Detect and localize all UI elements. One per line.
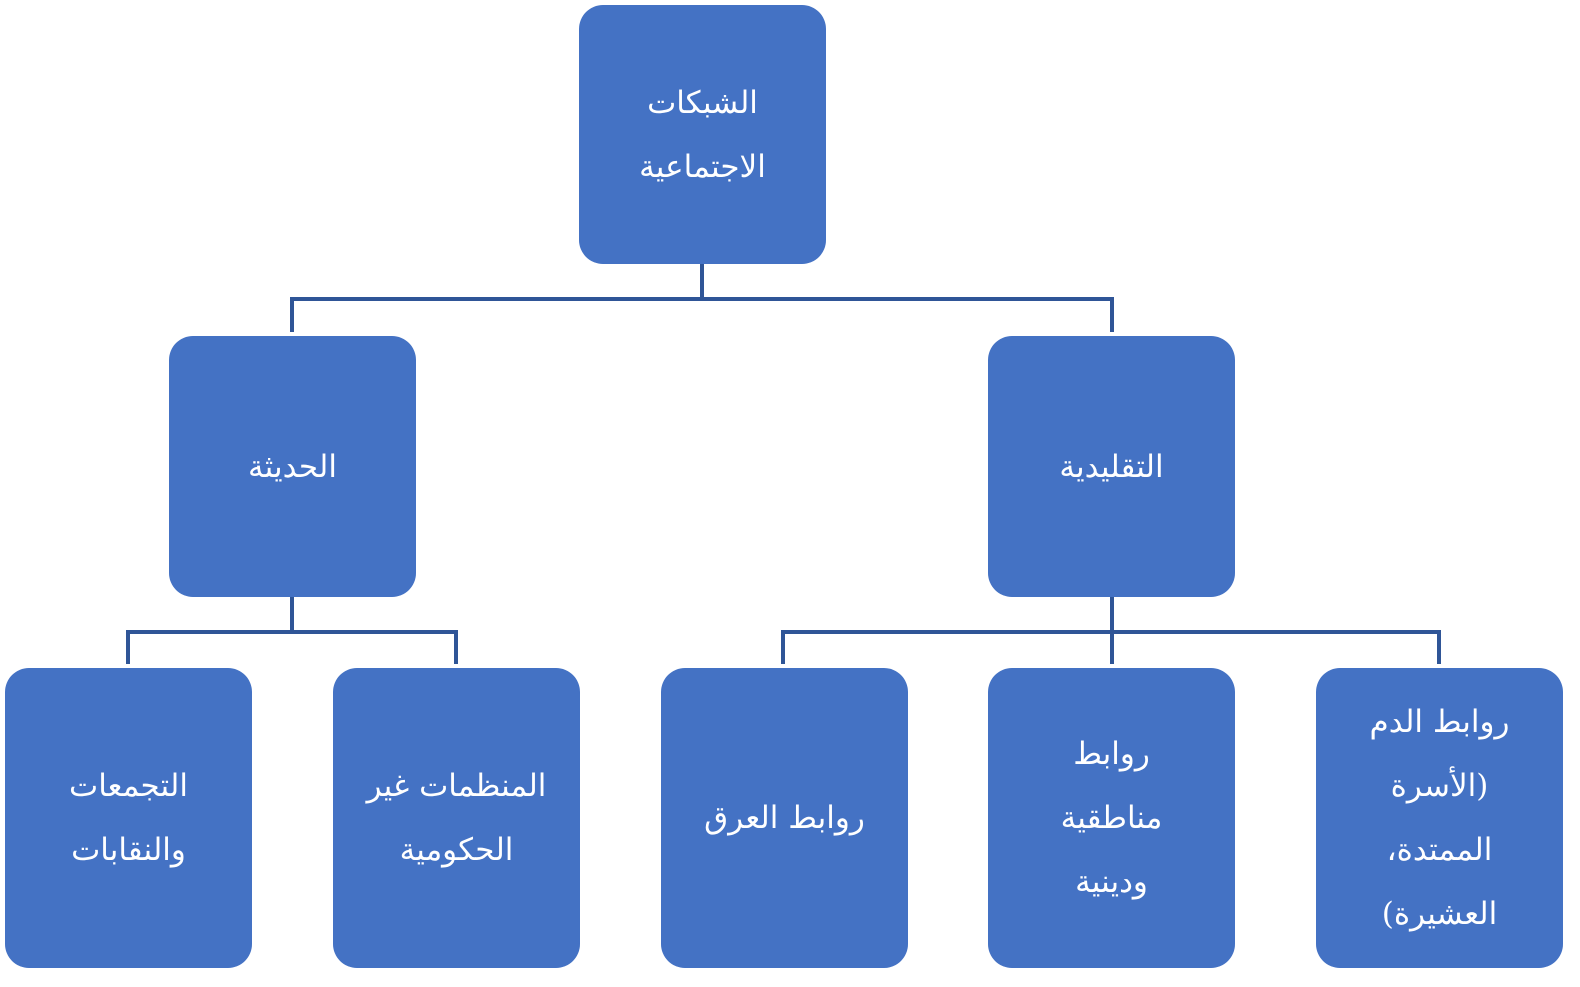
node-modern: الحديثة — [169, 336, 416, 597]
node-traditional-label: التقليدية — [1059, 448, 1164, 485]
node-blood-ties-label: روابط الدم (الأسرة الممتدة، العشيرة) — [1369, 704, 1510, 932]
node-ngos-label: المنظمات غير الحكومية — [366, 768, 547, 868]
node-regional-religious-ties-label: روابط مناطقية ودينية — [1060, 736, 1163, 900]
node-modern-label: الحديثة — [248, 448, 337, 485]
node-ethnic-ties-label: روابط العرق — [704, 800, 865, 836]
node-social-networks-label: الشبكات الاجتماعية — [639, 84, 766, 185]
node-ngos: المنظمات غير الحكومية — [333, 668, 580, 968]
node-blood-ties: روابط الدم (الأسرة الممتدة، العشيرة) — [1316, 668, 1563, 968]
node-ethnic-ties: روابط العرق — [661, 668, 908, 968]
node-traditional: التقليدية — [988, 336, 1235, 597]
node-unions-label: التجمعات والنقابات — [69, 768, 188, 868]
node-regional-religious-ties: روابط مناطقية ودينية — [988, 668, 1235, 968]
node-social-networks: الشبكات الاجتماعية — [579, 5, 826, 264]
node-unions: التجمعات والنقابات — [5, 668, 252, 968]
